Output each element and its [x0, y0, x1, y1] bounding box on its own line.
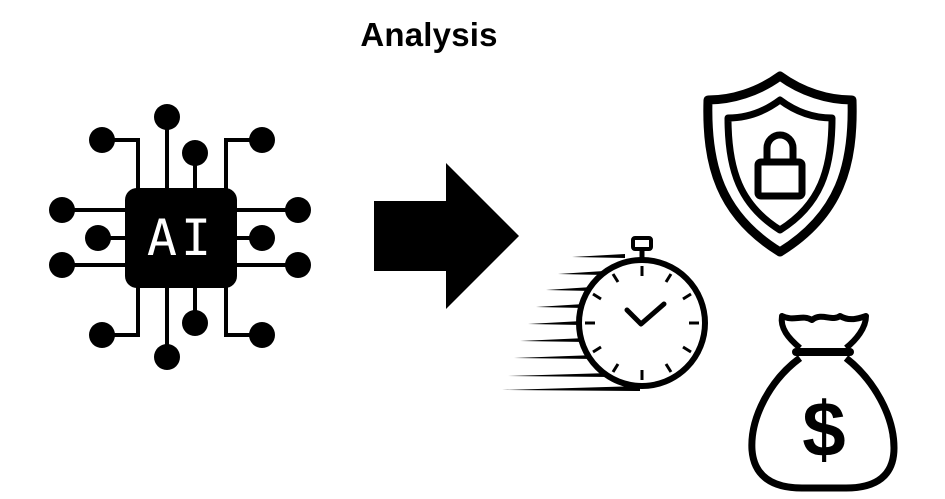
ai-chip-icon: AI	[40, 95, 325, 380]
page-title: Analysis	[360, 16, 498, 53]
arrow-right-icon	[374, 163, 519, 309]
svg-text:$: $	[802, 385, 845, 473]
shield-lock-icon	[700, 70, 860, 260]
money-bag-icon: $	[742, 308, 902, 493]
chip-label: AI	[147, 209, 215, 267]
stopwatch-icon	[500, 230, 715, 395]
